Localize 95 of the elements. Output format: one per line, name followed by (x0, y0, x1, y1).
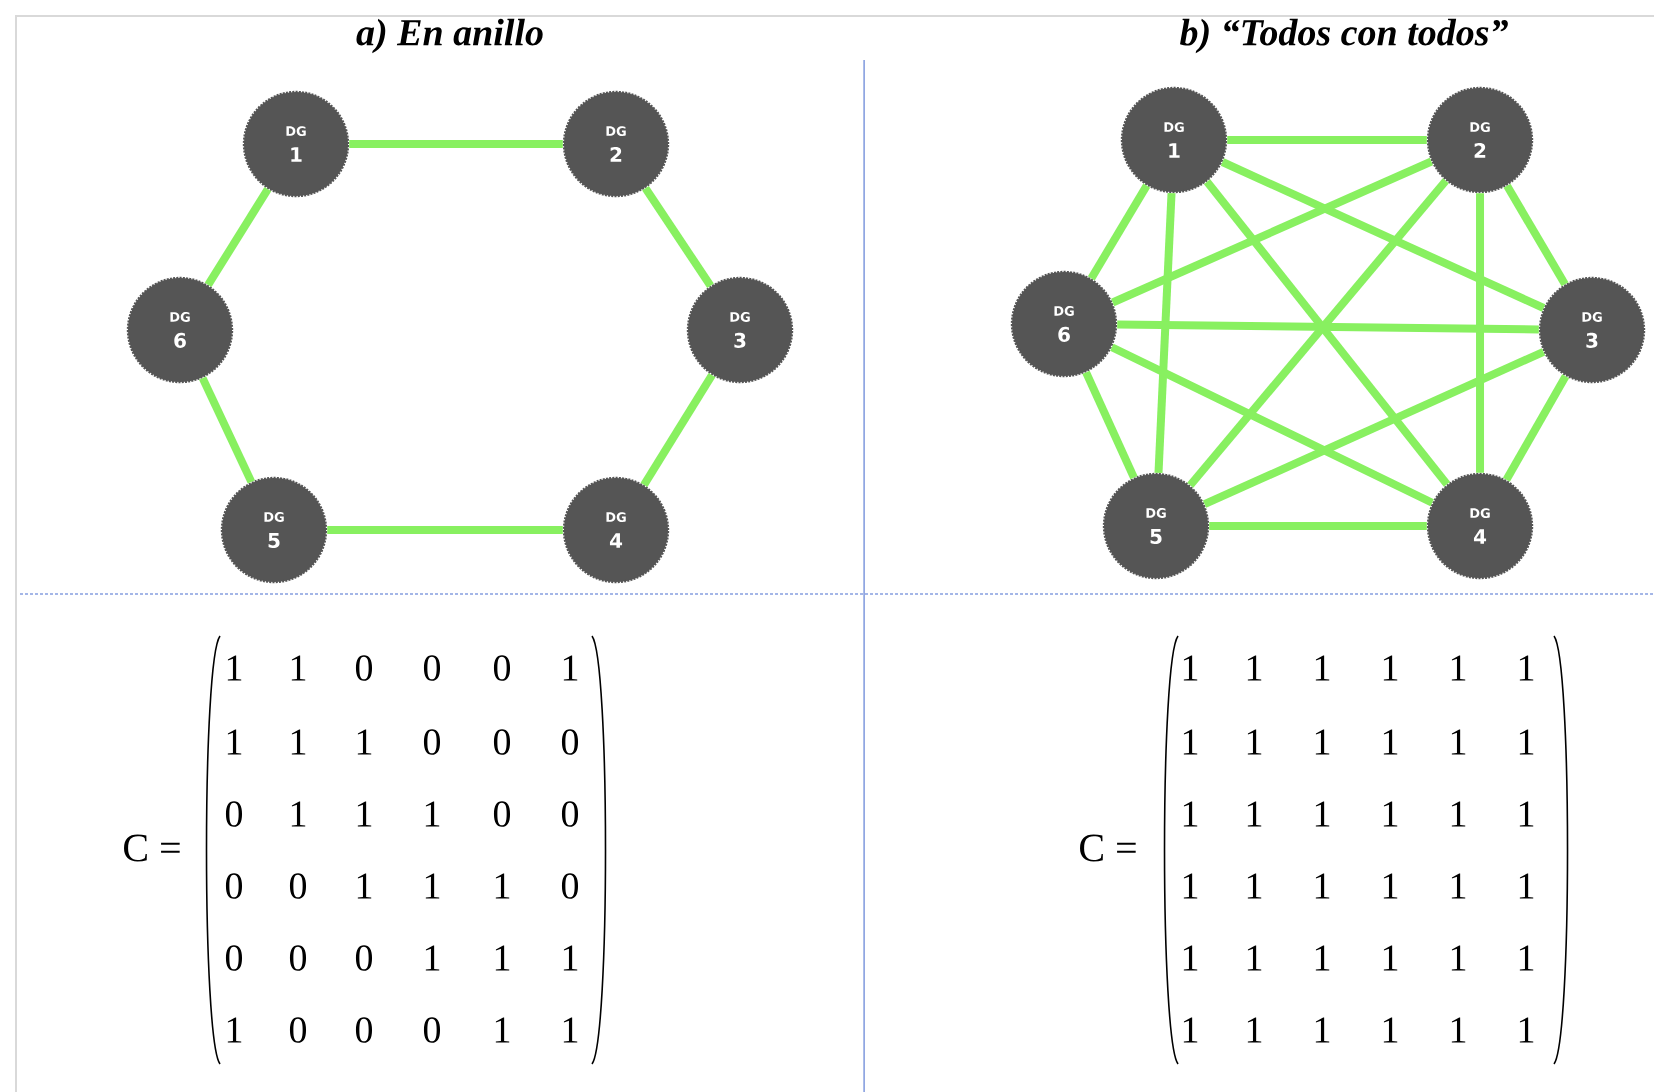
matrix-entry: 1 (1315, 655, 1330, 681)
matrix-entry: 0 (225, 945, 243, 971)
matrix-entry: 1 (1451, 945, 1466, 971)
matrix-entry: 1 (227, 729, 242, 755)
matrix-entry: 1 (1519, 801, 1534, 827)
matrix-entry: 1 (1247, 655, 1262, 681)
panel-title: a) En anillo (356, 18, 543, 54)
connection-line (1202, 348, 1546, 508)
matrix-entry: 1 (495, 873, 510, 899)
matrix-entry: 1 (1247, 873, 1262, 899)
matrix-entry: 1 (1183, 1017, 1198, 1043)
connection-line (1227, 136, 1427, 144)
matrix-entry: 1 (1183, 801, 1198, 827)
matrix-entry: 0 (561, 729, 579, 755)
matrix-name: C = (124, 834, 180, 862)
matrix-entry: 1 (1383, 655, 1398, 681)
matrix-entry: 0 (355, 655, 373, 681)
matrix-entry: 0 (423, 1017, 441, 1043)
matrix-entry: 1 (1383, 945, 1398, 971)
matrix-entry: 1 (1451, 801, 1466, 827)
connection-line (1087, 183, 1151, 281)
connection-line (1154, 192, 1176, 474)
connection-line (1502, 374, 1570, 482)
matrix-entry: 1 (425, 945, 440, 971)
matrix-entry: 0 (561, 873, 579, 899)
matrix-entry: 1 (357, 873, 372, 899)
matrix-entry: 1 (563, 655, 578, 681)
matrix-entry: 0 (355, 945, 373, 971)
matrix-entry: 1 (1451, 729, 1466, 755)
matrix-entry: 1 (1383, 873, 1398, 899)
connection-line (1082, 370, 1138, 480)
matrix-entry: 1 (1315, 801, 1330, 827)
connection-line (1110, 343, 1434, 507)
matrix-entry: 1 (1247, 945, 1262, 971)
matrix-entry: 1 (1315, 729, 1330, 755)
connection-line (1476, 193, 1484, 473)
matrix-entry: 0 (493, 655, 511, 681)
connection-line (204, 187, 272, 287)
matrix-entry: 1 (227, 1017, 242, 1043)
matrix-entry: 1 (291, 801, 306, 827)
matrix-entry: 1 (563, 1017, 578, 1043)
matrix-entry: 1 (1247, 1017, 1262, 1043)
matrix-entry: 1 (1519, 873, 1534, 899)
connection-line (640, 373, 716, 487)
matrix-entry: 1 (1383, 729, 1398, 755)
matrix-entry: 1 (495, 1017, 510, 1043)
matrix-entry: 0 (561, 801, 579, 827)
panel-title: b) “Todos con todos” (1180, 18, 1508, 54)
matrix-entry: 1 (1383, 801, 1398, 827)
matrix-entry: 1 (1247, 801, 1262, 827)
matrix-entry: 0 (423, 729, 441, 755)
matrix-entry: 0 (493, 729, 511, 755)
matrix-entry: 0 (289, 945, 307, 971)
matrix-entry: 1 (1183, 655, 1198, 681)
matrix-entry: 1 (1519, 655, 1534, 681)
matrix-name: C = (1080, 834, 1136, 862)
matrix-entry: 1 (1451, 655, 1466, 681)
matrix-entry: 1 (1315, 945, 1330, 971)
matrix-entry: 1 (291, 655, 306, 681)
connection-line (327, 526, 563, 534)
matrix-entry: 1 (357, 801, 372, 827)
connection-line (642, 186, 714, 288)
matrix-entry: 1 (357, 729, 372, 755)
connection-line (1503, 183, 1569, 287)
matrix-entry: 0 (355, 1017, 373, 1043)
matrix-entry: 1 (1183, 945, 1198, 971)
matrix-entry: 1 (1519, 729, 1534, 755)
matrix-entry: 0 (289, 1017, 307, 1043)
matrix-entry: 1 (1183, 729, 1198, 755)
matrix-entry: 1 (425, 873, 440, 899)
matrix-entry: 1 (563, 945, 578, 971)
matrix-entry: 1 (1315, 873, 1330, 899)
matrix-entry: 1 (1247, 729, 1262, 755)
matrix-entry: 0 (423, 655, 441, 681)
matrix-entry: 1 (1519, 1017, 1534, 1043)
matrix-entry: 1 (1183, 873, 1198, 899)
matrix-entry: 1 (1315, 1017, 1330, 1043)
matrix-entry: 1 (1451, 1017, 1466, 1043)
connection-line (1220, 158, 1546, 312)
connection-line (1117, 320, 1539, 334)
matrix-entry: 1 (291, 729, 306, 755)
matrix-entry: 1 (1383, 1017, 1398, 1043)
connection-line (1209, 522, 1427, 530)
matrix-entry: 0 (289, 873, 307, 899)
matrix-entry: 1 (1519, 945, 1534, 971)
connection-line (349, 140, 563, 148)
connection-line (1111, 157, 1433, 307)
matrix-entry: 1 (1451, 873, 1466, 899)
matrix-entry: 0 (225, 873, 243, 899)
matrix-entry: 0 (225, 801, 243, 827)
connection-line (199, 376, 255, 484)
matrix-entry: 1 (227, 655, 242, 681)
matrix-entry: 0 (493, 801, 511, 827)
matrix-entry: 1 (425, 801, 440, 827)
matrix-entry: 1 (495, 945, 510, 971)
